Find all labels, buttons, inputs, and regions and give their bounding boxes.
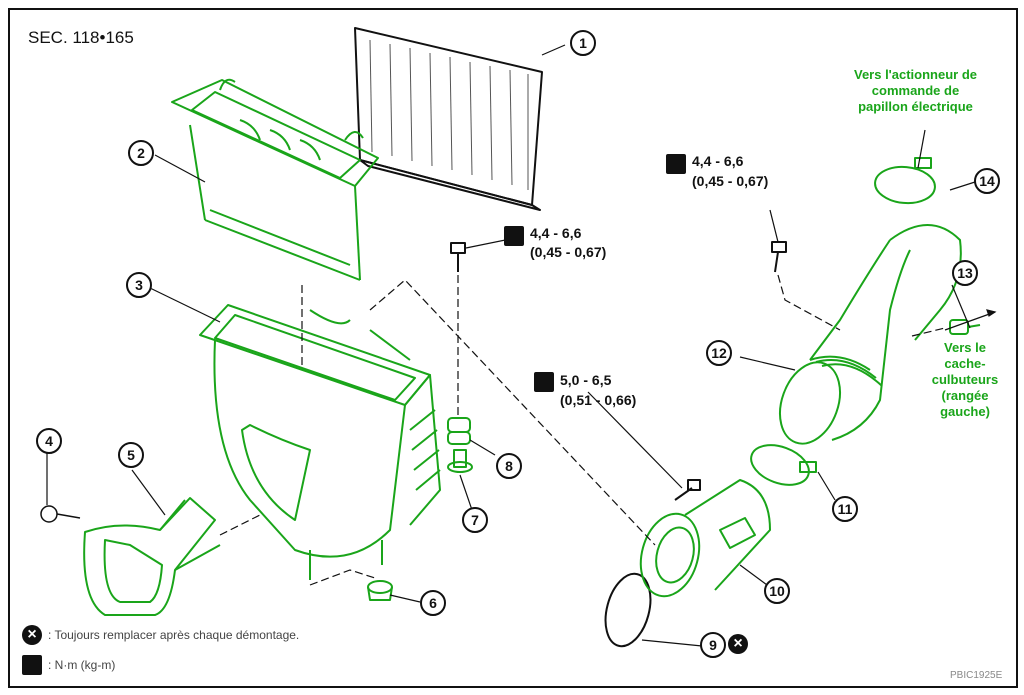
torque-value-2: 4,4 - 6,6 [692,153,744,169]
wrench-icon [504,226,524,246]
grommet-8 [447,417,471,445]
callout-4: 4 [36,428,62,454]
air-cleaner-upper-case [171,78,379,281]
wrench-icon [534,372,554,392]
hose-clamp-14 [874,157,936,205]
collar-7 [447,449,473,473]
torque-value-1: 4,4 - 6,6 [530,225,582,241]
air-duct-hose [779,224,962,445]
bolt-center [450,242,466,272]
torque-alt-3: (0,51 - 0,66) [560,392,637,408]
note-actuator: Vers l'actionneur de commande de papillo… [853,67,978,114]
air-duct-adapter [639,479,771,598]
torque-alt-1: (0,45 - 0,67) [530,244,607,260]
callout-8: 8 [496,453,522,479]
legend-replace: : Toujours remplacer après chaque démont… [48,628,300,642]
figure-code: PBIC1925E [950,670,1003,681]
wrench-icon [22,655,42,675]
air-cleaner-lower-case [199,304,441,580]
hose-clamp-11 [750,444,817,486]
x-circle-icon: × [22,625,42,645]
x-circle-icon: × [728,634,748,654]
callout-1: 1 [570,30,596,56]
section-label: SEC. 118•165 [28,28,134,47]
note-rocker: Vers le cache-culbuteurs (rangée gauche) [931,340,999,419]
clip [40,505,81,523]
callout-7: 7 [462,507,488,533]
exploded-view-diagram [40,27,997,648]
legend-torque: : N·m (kg-m) [48,658,116,672]
callout-9: 9 [700,632,726,658]
diagram-frame: SEC. 118•165 1 2 3 4 5 6 7 8 9 10 11 12 … [8,8,1018,688]
air-filter-element [354,27,543,211]
bolt-throttle [674,479,701,501]
torque-alt-2: (0,45 - 0,67) [692,173,769,189]
callout-12: 12 [706,340,732,366]
callout-2: 2 [128,140,154,166]
grommet-6 [367,580,393,601]
bolt-upper [771,241,787,273]
callout-5: 5 [118,442,144,468]
air-inlet-duct [83,497,221,616]
wrench-icon [666,154,686,174]
callout-13: 13 [952,260,978,286]
callout-11: 11 [832,496,858,522]
callout-10: 10 [764,578,790,604]
torque-value-3: 5,0 - 6,5 [560,372,612,388]
o-ring [604,572,652,648]
callout-14: 14 [974,168,1000,194]
callout-3: 3 [126,272,152,298]
callout-6: 6 [420,590,446,616]
